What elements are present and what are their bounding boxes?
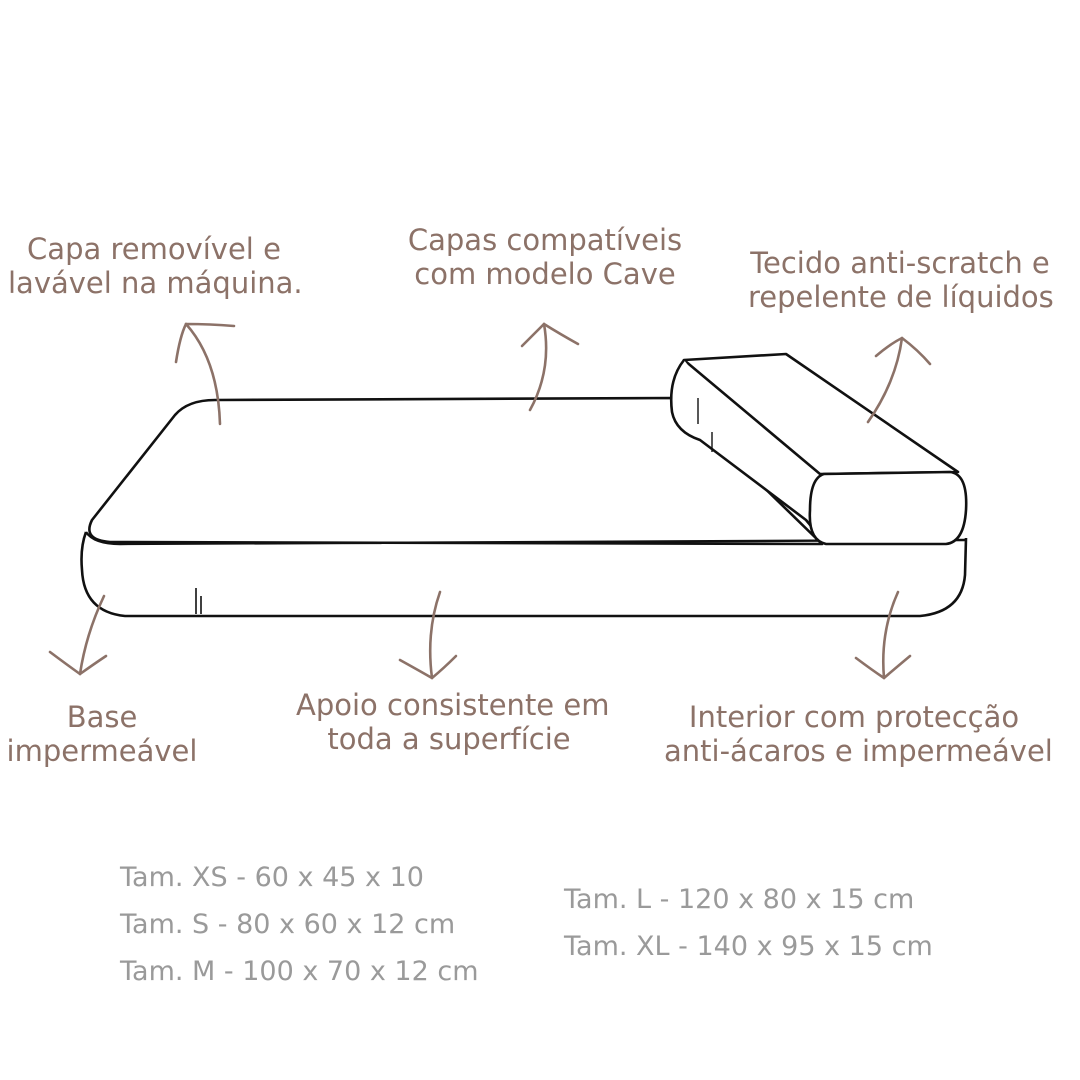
- annotation-base-line2: impermeável: [6, 734, 198, 768]
- annotation-base: Base impermeável: [6, 700, 198, 768]
- annotation-fabric: Tecido anti-scratch e repelente de líqui…: [748, 246, 1054, 314]
- arrow-cover-head: [174, 322, 236, 364]
- arrow-interior: [881, 590, 900, 680]
- pillow-top: [682, 352, 960, 476]
- annotation-fabric-line1: Tecido anti-scratch e: [750, 246, 1050, 280]
- size-s: Tam. S - 80 x 60 x 12 cm: [120, 909, 456, 940]
- arrow-cover: [184, 322, 222, 426]
- size-list-right: Tam. L - 120 x 80 x 15 cm Tam. XL - 140 …: [564, 876, 933, 970]
- arrow-base: [78, 594, 106, 676]
- arrow-support: [428, 590, 442, 680]
- arrow-base-head: [48, 650, 108, 676]
- size-m: Tam. M - 100 x 70 x 12 cm: [120, 956, 479, 987]
- annotation-interior-line1: Interior com protecção: [688, 700, 1020, 734]
- annotation-support-line2: toda a superfície: [327, 722, 571, 756]
- arrow-support-head: [398, 654, 458, 680]
- arrow-compatible-head: [520, 322, 580, 348]
- annotation-compatible-line1: Capas compatíveis: [407, 223, 683, 257]
- annotation-support: Apoio consistente em toda a superfície: [296, 688, 610, 756]
- annotation-interior: Interior com protecção anti-ácaros e imp…: [664, 700, 1053, 768]
- annotation-compatible-line2: com modelo Cave: [414, 257, 676, 291]
- annotation-fabric-line2: repelente de líquidos: [748, 280, 1054, 314]
- arrow-compatible: [528, 322, 548, 412]
- arrow-fabric-head: [874, 336, 932, 366]
- annotation-cover: Capa removível e lavável na máquina.: [8, 232, 303, 300]
- annotation-support-line1: Apoio consistente em: [296, 688, 610, 722]
- size-xs: Tam. XS - 60 x 45 x 10: [120, 862, 424, 893]
- size-xl: Tam. XL - 140 x 95 x 15 cm: [564, 931, 933, 962]
- size-list-left: Tam. XS - 60 x 45 x 10 Tam. S - 80 x 60 …: [120, 854, 479, 995]
- annotation-cover-line1: Capa removível e: [27, 232, 281, 266]
- pillow-side: [669, 359, 827, 545]
- annotation-interior-line2: anti-ácaros e impermeável: [664, 734, 1053, 768]
- mattress-front-edge: [85, 531, 966, 546]
- arrow-interior-head: [854, 654, 912, 680]
- annotation-compatible: Capas compatíveis com modelo Cave: [400, 223, 690, 291]
- arrow-fabric: [866, 336, 904, 424]
- mattress-side: [80, 531, 968, 618]
- annotation-base-line1: Base: [66, 700, 138, 734]
- pillow-end: [808, 470, 968, 546]
- size-l: Tam. L - 120 x 80 x 15 cm: [564, 884, 915, 915]
- annotation-cover-line2: lavável na máquina.: [8, 266, 303, 300]
